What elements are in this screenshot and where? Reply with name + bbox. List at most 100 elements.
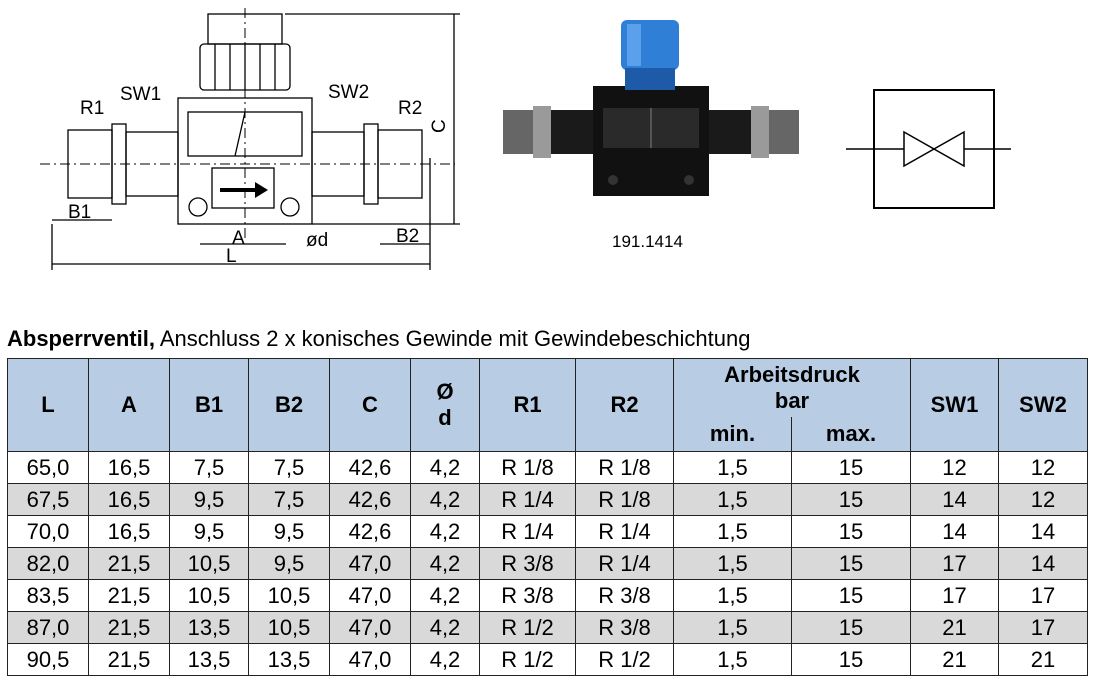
cell-a: 16,5 (88, 515, 170, 548)
cell-sw2: 12 (998, 451, 1088, 484)
cell-c: 47,0 (329, 611, 411, 644)
cell-l: 82,0 (7, 547, 89, 580)
cell-min: 1,5 (673, 451, 792, 484)
cell-min: 1,5 (673, 643, 792, 676)
label-a: A (232, 228, 245, 249)
label-od: ød (306, 230, 328, 251)
label-b1: B1 (68, 202, 91, 223)
valve-symbol (846, 89, 1011, 209)
cell-b2: 13,5 (248, 643, 330, 676)
figures-area: R1 SW1 SW2 R2 C B1 A ød B2 L 191.141 (0, 0, 1093, 300)
header-sw1: SW1 (910, 358, 999, 452)
cell-max: 15 (791, 611, 911, 644)
technical-drawing: R1 SW1 SW2 R2 C B1 A ød B2 L (40, 8, 460, 270)
cell-max: 15 (791, 451, 911, 484)
cell-b1: 9,5 (169, 483, 249, 516)
cell-c: 42,6 (329, 451, 411, 484)
header-od-bottom: d (438, 405, 452, 430)
cell-r1: R 3/8 (479, 547, 576, 580)
cell-max: 15 (791, 483, 911, 516)
part-number: 191.1414 (612, 232, 683, 251)
cell-r2: R 1/2 (575, 643, 674, 676)
cell-c: 47,0 (329, 547, 411, 580)
cell-sw1: 14 (910, 515, 999, 548)
cell-min: 1,5 (673, 611, 792, 644)
cell-l: 65,0 (7, 451, 89, 484)
cell-od: 4,2 (410, 643, 480, 676)
cell-sw2: 14 (998, 547, 1088, 580)
cell-l: 87,0 (7, 611, 89, 644)
cell-sw1: 21 (910, 643, 999, 676)
cell-l: 83,5 (7, 579, 89, 612)
table-row: 65,0 16,5 7,5 7,5 42,6 4,2 R 1/8 R 1/8 1… (7, 451, 1088, 484)
cell-r1: R 1/4 (479, 483, 576, 516)
cell-min: 1,5 (673, 515, 792, 548)
cell-b2: 10,5 (248, 579, 330, 612)
cell-r1: R 1/2 (479, 611, 576, 644)
cell-c: 47,0 (329, 643, 411, 676)
cell-c: 47,0 (329, 579, 411, 612)
cell-max: 15 (791, 579, 911, 612)
cell-sw2: 14 (998, 515, 1088, 548)
header-od-top: Ø (436, 379, 454, 404)
cell-od: 4,2 (410, 611, 480, 644)
label-b2: B2 (396, 226, 419, 247)
table-body: 65,0 16,5 7,5 7,5 42,6 4,2 R 1/8 R 1/8 1… (7, 451, 1088, 676)
cell-r2: R 1/8 (575, 483, 674, 516)
cell-b1: 9,5 (169, 515, 249, 548)
cell-sw1: 21 (910, 611, 999, 644)
label-c: C (429, 119, 450, 133)
cell-r2: R 3/8 (575, 611, 674, 644)
heading-bold: Absperrventil, (7, 326, 155, 351)
cell-r2: R 1/4 (575, 515, 674, 548)
section-heading: Absperrventil, Anschluss 2 x konisches G… (7, 326, 750, 352)
cell-a: 16,5 (88, 483, 170, 516)
cell-a: 21,5 (88, 643, 170, 676)
cell-od: 4,2 (410, 451, 480, 484)
cell-b1: 10,5 (169, 579, 249, 612)
label-r2: R2 (398, 98, 422, 119)
cell-max: 15 (791, 643, 911, 676)
label-sw2: SW2 (328, 82, 369, 103)
cell-c: 42,6 (329, 483, 411, 516)
cell-b2: 7,5 (248, 451, 330, 484)
cell-r1: R 1/4 (479, 515, 576, 548)
cell-r1: R 1/2 (479, 643, 576, 676)
cell-od: 4,2 (410, 579, 480, 612)
label-r1: R1 (80, 98, 104, 119)
cell-sw2: 17 (998, 611, 1088, 644)
cell-od: 4,2 (410, 547, 480, 580)
header-b2: B2 (248, 358, 330, 452)
cell-od: 4,2 (410, 483, 480, 516)
cell-od: 4,2 (410, 515, 480, 548)
cell-max: 15 (791, 547, 911, 580)
table-row: 70,0 16,5 9,5 9,5 42,6 4,2 R 1/4 R 1/4 1… (7, 515, 1088, 548)
table-row: 82,0 21,5 10,5 9,5 47,0 4,2 R 3/8 R 1/4 … (7, 547, 1088, 580)
cell-b2: 9,5 (248, 515, 330, 548)
cell-a: 16,5 (88, 451, 170, 484)
cell-min: 1,5 (673, 483, 792, 516)
heading-rest: Anschluss 2 x konisches Gewinde mit Gewi… (154, 326, 751, 351)
cell-sw2: 12 (998, 483, 1088, 516)
product-photo (503, 20, 799, 196)
label-sw1: SW1 (120, 84, 161, 105)
cell-sw2: 17 (998, 579, 1088, 612)
cell-sw1: 12 (910, 451, 999, 484)
cell-max: 15 (791, 515, 911, 548)
cell-b2: 9,5 (248, 547, 330, 580)
cell-r1: R 1/8 (479, 451, 576, 484)
header-l: L (7, 358, 89, 452)
cell-l: 70,0 (7, 515, 89, 548)
header-r1: R1 (479, 358, 576, 452)
cell-r2: R 1/4 (575, 547, 674, 580)
header-pressure-line1: Arbeitsdruck (724, 362, 860, 387)
cell-sw1: 14 (910, 483, 999, 516)
header-min: min. (673, 417, 792, 452)
cell-sw1: 17 (910, 547, 999, 580)
table-row: 67,5 16,5 9,5 7,5 42,6 4,2 R 1/4 R 1/8 1… (7, 483, 1088, 516)
cell-sw2: 21 (998, 643, 1088, 676)
cell-l: 67,5 (7, 483, 89, 516)
